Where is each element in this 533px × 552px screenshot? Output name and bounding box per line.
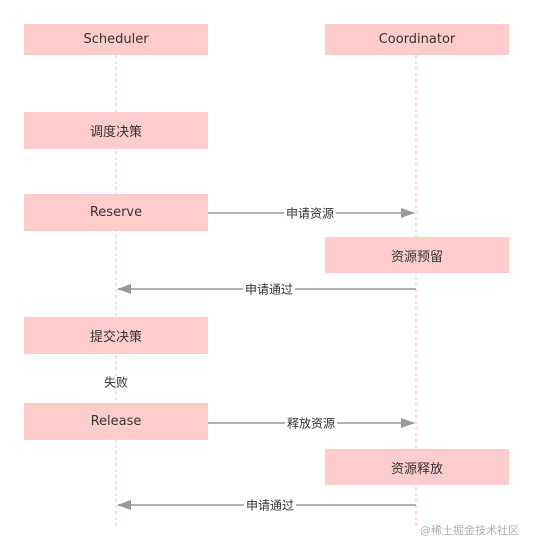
request-approved-label-2: 申请通过 bbox=[243, 496, 297, 514]
request-resource-label: 申请资源 bbox=[283, 204, 337, 222]
coordinator-participant: Coordinator bbox=[325, 24, 509, 55]
release-box: Release bbox=[24, 403, 208, 440]
request-approved-label-1: 申请通过 bbox=[242, 280, 296, 298]
watermark-text: @稀土掘金技术社区 bbox=[420, 524, 519, 537]
reserve-box: Reserve bbox=[24, 194, 208, 231]
commit-decision-box: 提交决策 bbox=[24, 317, 208, 354]
failed-label: 失败 bbox=[103, 375, 129, 390]
resource-release-box: 资源释放 bbox=[325, 449, 509, 485]
resource-reserve-box: 资源预留 bbox=[325, 237, 509, 273]
scheduler-participant: Scheduler bbox=[24, 24, 208, 55]
decision-box: 调度决策 bbox=[24, 112, 208, 149]
release-resource-label: 释放资源 bbox=[284, 414, 338, 432]
